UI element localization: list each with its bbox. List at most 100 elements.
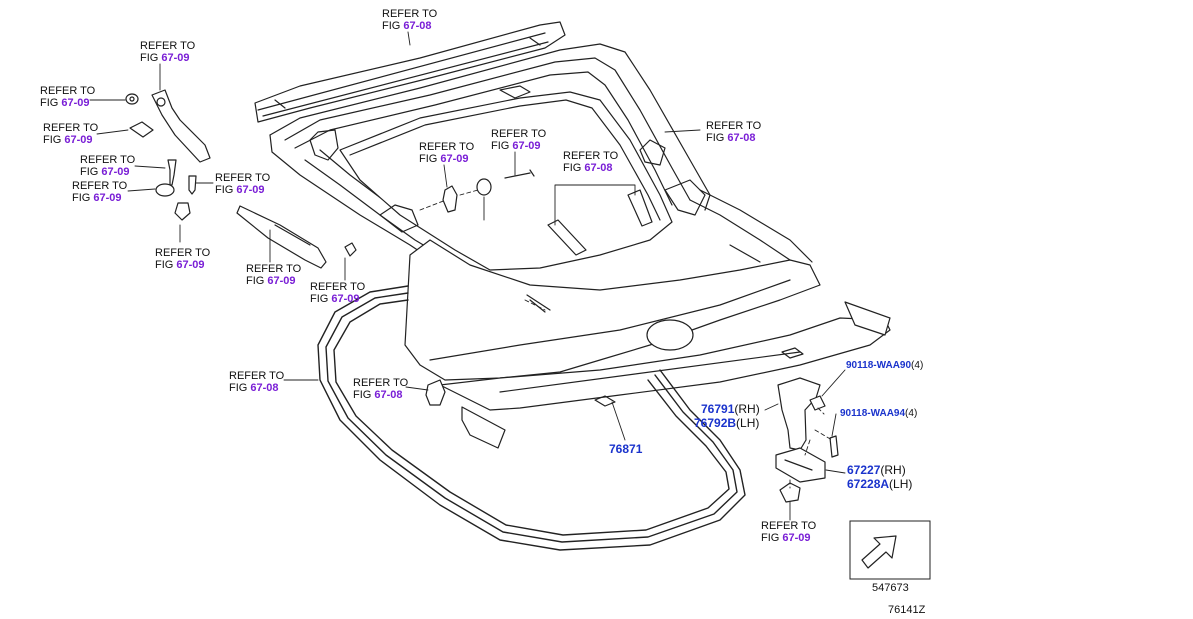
- refer-callout-bolt[interactable]: REFER TO FIG 67-09: [80, 154, 135, 178]
- fig-link[interactable]: 67-09: [440, 153, 469, 165]
- refer-callout-nut[interactable]: REFER TO FIG 67-09: [155, 247, 210, 271]
- refer-label: REFER TO: [419, 141, 475, 153]
- refer-callout-pin[interactable]: REFER TO FIG 67-09: [491, 128, 546, 152]
- refer-callout-grommet[interactable]: REFER TO FIG 67-09: [72, 180, 127, 204]
- fig-link[interactable]: 67-08: [250, 382, 279, 394]
- fig-prefix: FIG: [353, 389, 372, 401]
- weatherstrip-seal-part[interactable]: [317, 285, 746, 551]
- part-number-90118-waa90[interactable]: 90118-WAA90(4): [846, 360, 923, 372]
- fig-prefix: FIG: [43, 134, 62, 146]
- fig-link[interactable]: 67-09: [61, 97, 90, 109]
- refer-label: REFER TO: [40, 85, 96, 97]
- front-direction-arrow-icon: [861, 535, 897, 569]
- back-door-frame[interactable]: [269, 43, 711, 281]
- part-number-76792B[interactable]: 76792B(LH): [694, 416, 759, 430]
- fig-link[interactable]: 67-08: [584, 162, 613, 174]
- fig-prefix: FIG: [155, 259, 174, 271]
- part-number-76871[interactable]: 76871: [609, 442, 642, 456]
- fig-prefix: FIG: [382, 20, 401, 32]
- back-door-outer-panel[interactable]: [404, 189, 821, 381]
- hinge-assembly-part[interactable]: [125, 89, 211, 221]
- gas-strut-part[interactable]: [236, 205, 327, 269]
- fig-prefix: FIG: [215, 184, 234, 196]
- refer-label: REFER TO: [215, 172, 271, 184]
- side-suffix: (RH): [880, 463, 906, 477]
- refer-label: REFER TO: [491, 128, 547, 140]
- part-number[interactable]: 76871: [609, 442, 643, 456]
- refer-label: REFER TO: [72, 180, 128, 192]
- spoiler-bracket-part[interactable]: [775, 377, 839, 503]
- orientation-legend-box: [849, 520, 931, 580]
- quantity-suffix: (4): [911, 360, 924, 371]
- refer-label: REFER TO: [353, 377, 409, 389]
- fig-link[interactable]: 67-09: [93, 192, 122, 204]
- fig-link[interactable]: 67-08: [403, 20, 432, 32]
- refer-callout-strut[interactable]: REFER TO FIG 67-09: [246, 263, 301, 287]
- quantity-suffix: (4): [905, 408, 918, 419]
- side-suffix: (LH): [889, 477, 913, 491]
- fig-prefix: FIG: [310, 293, 329, 305]
- part-number-90118-waa94[interactable]: 90118-WAA94(4): [840, 408, 917, 420]
- refer-callout-strut-bolt[interactable]: REFER TO FIG 67-09: [310, 281, 365, 305]
- part-number-67227[interactable]: 67227(RH): [847, 463, 906, 477]
- fig-link[interactable]: 67-08: [374, 389, 403, 401]
- fig-link[interactable]: 67-09: [331, 293, 360, 305]
- refer-label: REFER TO: [155, 247, 211, 259]
- refer-label: REFER TO: [80, 154, 136, 166]
- refer-callout-pad[interactable]: REFER TO FIG 67-09: [43, 122, 98, 146]
- part-number[interactable]: 67228A: [847, 477, 890, 491]
- fig-link[interactable]: 67-09: [161, 52, 190, 64]
- fig-link[interactable]: 67-09: [101, 166, 130, 178]
- roof-molding-part[interactable]: [254, 21, 566, 123]
- fig-prefix: FIG: [40, 97, 59, 109]
- part-number[interactable]: 76791: [701, 402, 735, 416]
- refer-callout-washer[interactable]: REFER TO FIG 67-09: [40, 85, 95, 109]
- refer-callout-top[interactable]: REFER TO FIG 67-08: [382, 8, 437, 32]
- fig-prefix: FIG: [419, 153, 438, 165]
- part-number-67228A[interactable]: 67228A(LH): [847, 477, 912, 491]
- fig-link[interactable]: 67-09: [267, 275, 296, 287]
- refer-label: REFER TO: [140, 40, 196, 52]
- part-number-76791[interactable]: 76791(RH): [701, 402, 760, 416]
- fig-link[interactable]: 67-09: [176, 259, 205, 271]
- part-number[interactable]: 76792B: [694, 416, 737, 430]
- refer-label: REFER TO: [761, 520, 817, 532]
- fig-link[interactable]: 67-08: [727, 132, 756, 144]
- side-suffix: (LH): [736, 416, 760, 430]
- part-number[interactable]: 90118-WAA90: [846, 360, 912, 371]
- refer-callout-bracket-nut[interactable]: REFER TO FIG 67-09: [761, 520, 816, 544]
- refer-callout-screw[interactable]: REFER TO FIG 67-09: [215, 172, 270, 196]
- fig-prefix: FIG: [491, 140, 510, 152]
- refer-label: REFER TO: [229, 370, 285, 382]
- refer-label: REFER TO: [310, 281, 366, 293]
- fig-link[interactable]: 67-09: [236, 184, 265, 196]
- assembly-dashed-lines: [419, 189, 833, 489]
- legend-code: 547673: [872, 582, 909, 594]
- fig-prefix: FIG: [140, 52, 159, 64]
- refer-callout-clip[interactable]: REFER TO FIG 67-09: [419, 141, 474, 165]
- fig-link[interactable]: 67-09: [64, 134, 93, 146]
- fig-link[interactable]: 67-09: [782, 532, 811, 544]
- refer-label: REFER TO: [43, 122, 99, 134]
- refer-callout-bumper[interactable]: REFER TO FIG 67-08: [353, 377, 408, 401]
- fig-prefix: FIG: [246, 275, 265, 287]
- refer-callout-seal[interactable]: REFER TO FIG 67-08: [229, 370, 284, 394]
- refer-label: REFER TO: [706, 120, 762, 132]
- refer-label: REFER TO: [563, 150, 619, 162]
- part-number[interactable]: 67227: [847, 463, 881, 477]
- small-fasteners-center[interactable]: [344, 169, 535, 406]
- fig-prefix: FIG: [761, 532, 780, 544]
- refer-callout-hinge-top[interactable]: REFER TO FIG 67-09: [140, 40, 195, 64]
- fig-prefix: FIG: [706, 132, 725, 144]
- part-number[interactable]: 90118-WAA94: [840, 408, 906, 419]
- fig-prefix: FIG: [80, 166, 99, 178]
- fig-prefix: FIG: [72, 192, 91, 204]
- fig-link[interactable]: 67-09: [512, 140, 541, 152]
- refer-callout-garnish[interactable]: REFER TO FIG 67-08: [563, 150, 618, 174]
- refer-callout-frame[interactable]: REFER TO FIG 67-08: [706, 120, 761, 144]
- rear-spoiler-part[interactable]: [439, 301, 891, 449]
- leader-lines: [89, 31, 846, 521]
- refer-label: REFER TO: [382, 8, 438, 20]
